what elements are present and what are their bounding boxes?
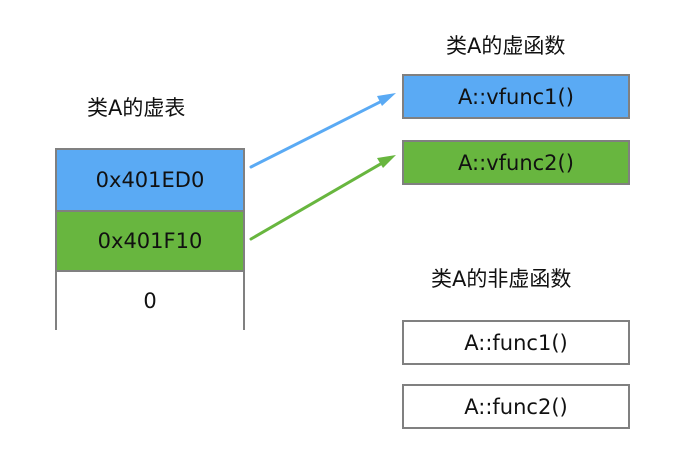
vtable-entry-vfunc1-address: 0x401ED0 — [57, 150, 243, 210]
vtable-entry-terminator: 0 — [57, 270, 243, 330]
func1-box: A::func1() — [402, 320, 630, 365]
func2-box: A::func2() — [402, 384, 630, 429]
arrow-to-vfunc2-head — [377, 155, 396, 168]
vfunc1-box: A::vfunc1() — [402, 74, 630, 119]
arrow-to-vfunc1-head — [377, 93, 396, 106]
vfunc2-box: A::vfunc2() — [402, 140, 630, 185]
non-virtual-functions-title: 类A的非虚函数 — [431, 267, 572, 291]
vtable-title: 类A的虚表 — [87, 96, 186, 120]
arrow-to-vfunc2 — [249, 160, 386, 241]
vtable: 0x401ED0 0x401F10 0 — [55, 148, 245, 330]
arrow-to-vfunc1 — [249, 98, 386, 169]
virtual-functions-title: 类A的虚函数 — [446, 34, 566, 58]
vtable-entry-vfunc2-address: 0x401F10 — [57, 210, 243, 270]
